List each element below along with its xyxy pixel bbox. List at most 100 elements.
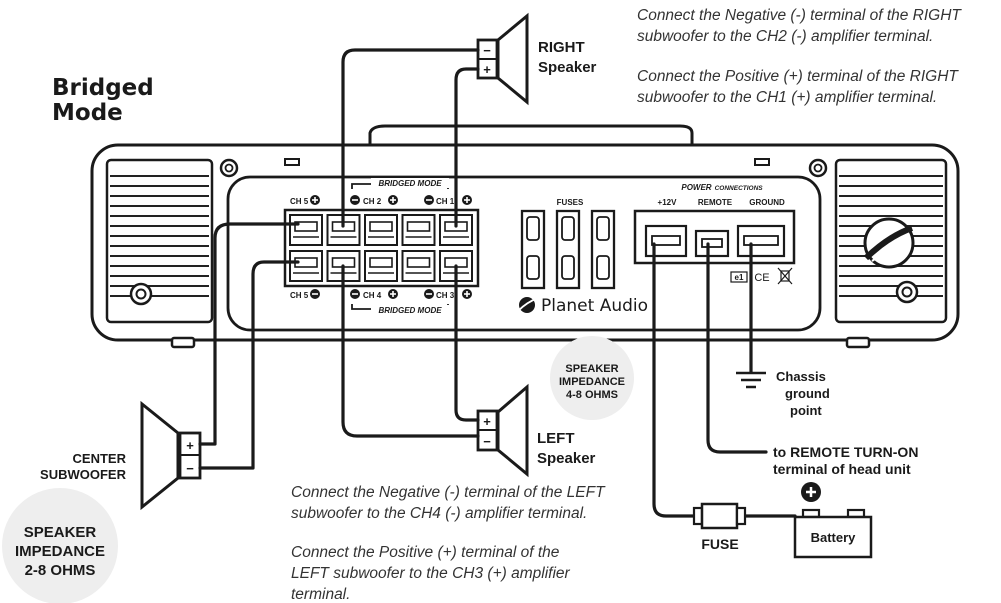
plus-circle-icon <box>388 289 398 299</box>
amplifier: BRIDGED MODE BRIDGED MODE CH 5 CH 2 CH 1… <box>90 143 960 349</box>
left-speaker-label-2: Speaker <box>537 450 596 467</box>
amp-fuse <box>590 209 616 290</box>
label-ch2: CH 2 <box>363 197 382 206</box>
right-speaker: − + RIGHT Speaker <box>476 12 597 106</box>
wire-12v <box>652 242 696 518</box>
svg-text:e1: e1 <box>735 273 744 282</box>
wire-right-positive <box>454 67 480 228</box>
fuses-label: FUSES <box>557 198 584 207</box>
power-terminal-remote <box>694 229 730 258</box>
wire-right-negative <box>341 48 480 228</box>
left-speaker-label-1: LEFT <box>537 430 575 447</box>
certification-marks: e1 CE <box>730 267 793 285</box>
screw-icon <box>808 158 828 178</box>
right-neg-line2: subwoofer to the CH2 (-) amplifier termi… <box>637 28 933 45</box>
badge-small-line3: 4-8 OHMS <box>566 389 618 401</box>
badge-large-line1: SPEAKER <box>24 524 97 541</box>
center-sub-label-1: CENTER <box>73 451 127 466</box>
badge-large-line2: IMPEDANCE <box>15 543 105 560</box>
plus-circle-icon <box>310 195 320 205</box>
left-neg-line2: subwoofer to the CH4 (-) amplifier termi… <box>291 505 587 522</box>
chassis-label-1: Chassis <box>776 369 826 384</box>
right-neg-line1: Connect the Negative (-) terminal of the… <box>637 7 962 24</box>
brand-logo: Planet Audio <box>517 296 648 316</box>
bridged-mode-label-bottom: BRIDGED MODE <box>378 306 442 315</box>
minus-sign-icon: − <box>186 461 194 476</box>
remote-label-1: to REMOTE TURN-ON <box>773 444 918 460</box>
speaker-wires <box>198 48 480 470</box>
ground-symbol-icon <box>736 371 766 389</box>
plus-circle-icon <box>462 289 472 299</box>
right-pos-line2: subwoofer to the CH1 (+) amplifier termi… <box>637 89 937 106</box>
plus-circle-icon <box>388 195 398 205</box>
weee-bin-icon <box>777 267 793 285</box>
minus-circle-icon <box>424 289 434 299</box>
power-wires <box>652 242 797 518</box>
left-pos-line1: Connect the Positive (+) terminal of the <box>291 544 560 561</box>
minus-sign-icon: − <box>483 43 491 58</box>
title-line2: Mode <box>52 100 123 126</box>
remote-label-2: terminal of head unit <box>773 461 911 477</box>
minus-circle-icon <box>350 195 360 205</box>
heatsink-left <box>105 158 214 324</box>
amp-fuse <box>520 209 546 290</box>
wire-center-negative <box>198 260 300 470</box>
impedance-badge-large: SPEAKER IMPEDANCE 2-8 OHMS <box>2 488 118 603</box>
fuse-label: FUSE <box>701 536 738 552</box>
screw-icon <box>129 282 153 306</box>
battery: Battery <box>793 482 873 559</box>
speaker-terminal <box>289 214 323 246</box>
ce-mark: CE <box>754 272 769 284</box>
battery-label: Battery <box>811 530 857 545</box>
right-speaker-label-1: RIGHT <box>538 39 585 56</box>
label-ch3: CH 3 <box>436 291 455 300</box>
wire-remote <box>706 242 768 454</box>
amplifier-foot-left <box>170 336 196 349</box>
screw-icon <box>219 158 239 178</box>
brand-name: Planet Audio <box>541 296 648 316</box>
bridged-mode-bracket-bottom: BRIDGED MODE <box>351 304 449 315</box>
terminal-label-ground: GROUND <box>749 198 785 207</box>
badge-small-line2: IMPEDANCE <box>559 376 625 388</box>
right-pos-line1: Connect the Positive (+) terminal of the… <box>637 68 959 85</box>
diagram-title: Bridged Mode <box>52 75 154 126</box>
left-speaker: + − LEFT Speaker <box>476 383 596 478</box>
wire-left-positive <box>454 264 480 422</box>
speaker-terminal <box>364 214 398 246</box>
speaker-terminal <box>401 250 436 282</box>
screw-icon <box>895 280 919 304</box>
plus-sign-icon: + <box>483 62 491 77</box>
minus-sign-icon: − <box>483 434 491 449</box>
chassis-label-2: ground <box>785 386 830 401</box>
label-ch5-top: CH 5 <box>290 197 309 206</box>
minus-circle-icon <box>350 289 360 299</box>
wire-left-negative <box>341 264 480 438</box>
bridged-mode-label-top: BRIDGED MODE <box>378 179 442 188</box>
inline-fuse: FUSE <box>692 502 747 552</box>
wire-center-positive <box>198 222 300 446</box>
bridged-mode-bracket-top: BRIDGED MODE <box>351 178 449 189</box>
right-instructions: Connect the Negative (-) terminal of the… <box>637 7 962 106</box>
left-pos-line2: LEFT subwoofer to the CH3 (+) amplifier <box>291 565 571 582</box>
plus-sign-icon: + <box>186 438 194 453</box>
left-pos-line3: terminal. <box>291 586 350 603</box>
amplifier-top-plate <box>368 124 694 149</box>
power-terminal-12v <box>644 224 688 258</box>
terminal-label-12v: +12V <box>658 198 678 207</box>
heatsink-right <box>834 158 948 324</box>
right-speaker-label-2: Speaker <box>538 59 597 76</box>
minus-circle-icon <box>424 195 434 205</box>
badge-large-line3: 2-8 OHMS <box>25 562 96 579</box>
label-ch1: CH 1 <box>436 197 455 206</box>
power-terminal-ground <box>736 224 786 258</box>
speaker-terminal <box>364 250 398 282</box>
title-line1: Bridged <box>52 75 154 101</box>
chassis-label-3: point <box>790 403 822 418</box>
plus-sign-icon: + <box>483 414 491 429</box>
left-neg-line1: Connect the Negative (-) terminal of the… <box>291 484 606 501</box>
badge-small-line1: SPEAKER <box>565 363 618 375</box>
label-ch5-bottom: CH 5 <box>290 291 309 300</box>
speaker-terminal <box>289 250 323 282</box>
